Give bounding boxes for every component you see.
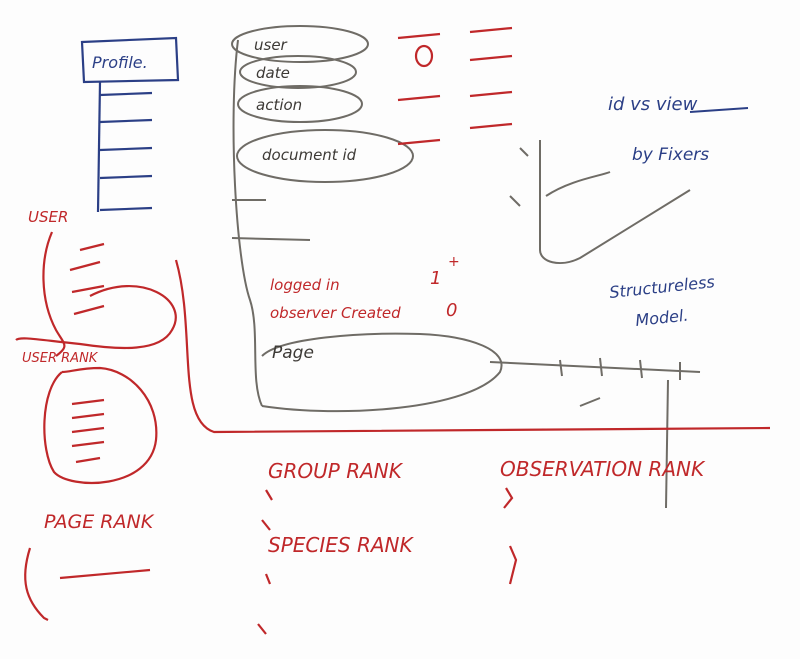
page-label: Page bbox=[272, 343, 314, 363]
view-underline bbox=[689, 107, 749, 113]
tree-trunk bbox=[96, 81, 102, 213]
page-rank-label: PAGE RANK bbox=[44, 511, 155, 533]
user-bracket bbox=[42, 231, 66, 357]
user-oval bbox=[231, 25, 369, 63]
observer-created-note: observer Created bbox=[270, 304, 401, 322]
profile-tree bbox=[80, 36, 180, 213]
field-date: date bbox=[256, 64, 290, 82]
divider-line bbox=[174, 259, 771, 434]
id-vs-view-note: id vs view bbox=[608, 94, 698, 115]
red-o-mark bbox=[414, 44, 434, 68]
curve-arrow bbox=[545, 171, 611, 197]
marker-plus: + bbox=[448, 254, 460, 270]
user-rank-sketch bbox=[15, 231, 771, 635]
user-rank-label: USER RANK bbox=[22, 351, 99, 366]
timeline-line bbox=[489, 361, 701, 373]
user-label: USER bbox=[28, 208, 68, 226]
page-rank-line bbox=[59, 568, 151, 580]
dash-row bbox=[397, 122, 513, 146]
tree-branch bbox=[99, 118, 153, 124]
observation-rank-label: OBSERVATION RANK bbox=[500, 457, 706, 481]
connector-lines bbox=[231, 199, 311, 241]
timeline-ticks bbox=[559, 357, 681, 380]
field-action: action bbox=[256, 96, 302, 114]
species-rank-label: SPECIES RANK bbox=[268, 533, 414, 557]
tree-branch bbox=[99, 146, 153, 152]
field-document-id: document id bbox=[262, 146, 357, 164]
small-arrow bbox=[579, 397, 601, 407]
tree-branch bbox=[99, 206, 153, 212]
red-dashes bbox=[397, 26, 513, 146]
model-note: Model. bbox=[634, 306, 689, 330]
dash-row bbox=[397, 26, 513, 40]
tree-branch bbox=[99, 91, 153, 97]
marker-0: 0 bbox=[446, 300, 457, 321]
right-vertical-line bbox=[665, 379, 669, 509]
user-rank-oval bbox=[43, 366, 158, 485]
logged-in-note: logged in bbox=[270, 276, 340, 294]
field-ovals bbox=[231, 25, 701, 509]
profile-box bbox=[80, 36, 180, 84]
user-lines bbox=[69, 242, 105, 316]
user-loop bbox=[15, 285, 177, 350]
dash-row bbox=[469, 54, 513, 62]
page-oval bbox=[261, 332, 503, 413]
page-rank-bracket bbox=[24, 547, 49, 621]
user-rank-lines bbox=[71, 398, 105, 464]
action-oval bbox=[237, 85, 363, 123]
profile-label: Profile. bbox=[92, 53, 148, 72]
observation-braces bbox=[503, 487, 518, 585]
date-oval bbox=[239, 55, 357, 89]
tree-branch bbox=[99, 174, 153, 180]
by-fixers-note: by Fixers bbox=[632, 145, 709, 165]
document-id-oval bbox=[236, 129, 414, 183]
arrow-marks bbox=[509, 147, 529, 207]
vertical-stroke bbox=[232, 39, 263, 407]
field-user: user bbox=[254, 36, 288, 54]
group-rank-label: GROUP RANK bbox=[268, 459, 404, 483]
dash-row bbox=[397, 90, 513, 102]
marker-1: 1 bbox=[430, 268, 441, 289]
structureless-note: Structureless bbox=[608, 272, 715, 302]
right-bracket bbox=[539, 140, 691, 265]
brace-ticks bbox=[257, 489, 273, 635]
